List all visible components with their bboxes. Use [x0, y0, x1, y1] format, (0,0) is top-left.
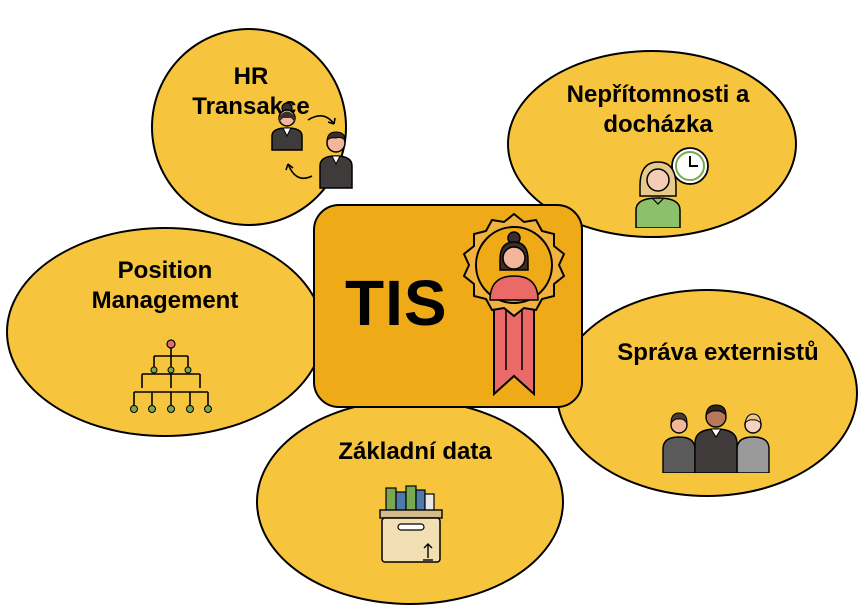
- employee-transfer-icon: [271, 102, 353, 189]
- sprava-externistu-label: Správa externistů: [617, 339, 819, 366]
- position-management-bubble: [6, 227, 324, 437]
- nepritomnosti-label: Nepřítomnosti a docházka: [566, 81, 750, 138]
- team-group-icon: [662, 404, 770, 473]
- tis-title: TIS: [345, 267, 448, 339]
- hr-transakce-bubble: [151, 28, 347, 226]
- archive-box-icon: [379, 485, 443, 563]
- org-hierarchy-icon: [130, 339, 212, 413]
- position-management-label: Position Management: [91, 257, 239, 314]
- zakladni-data-label: Základní data: [338, 438, 492, 465]
- person-clock-icon: [635, 147, 709, 228]
- award-badge-person-icon: [462, 212, 566, 397]
